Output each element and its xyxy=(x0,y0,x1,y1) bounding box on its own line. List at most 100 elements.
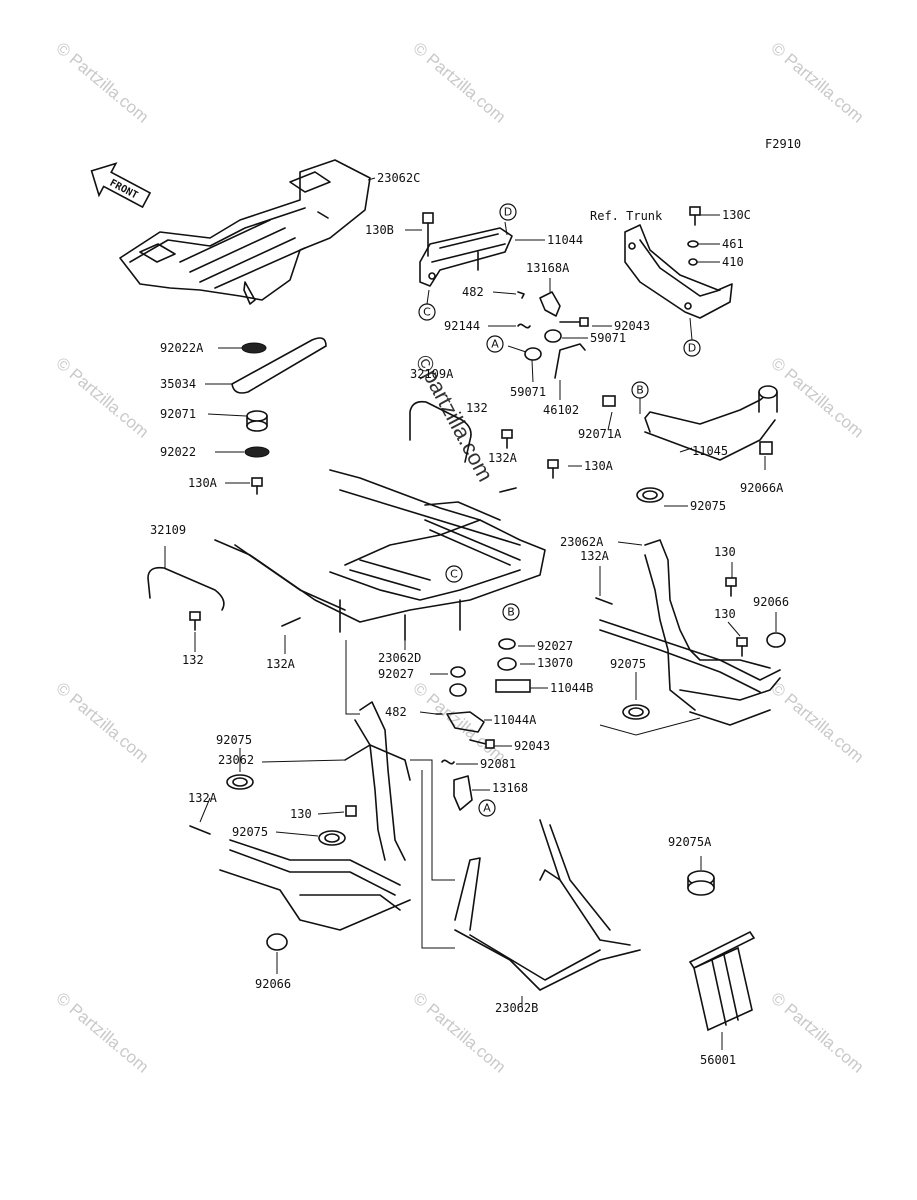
grommet-92075-right xyxy=(636,487,664,503)
bolt-132a-top xyxy=(499,487,517,493)
rod-46102 xyxy=(554,343,586,379)
grommet-92071 xyxy=(246,410,268,432)
svg-text:D: D xyxy=(688,342,696,355)
part-label: 132A xyxy=(580,549,610,563)
part-label: 92075 xyxy=(610,657,646,671)
part-label: 92027 xyxy=(378,667,414,681)
watermark: © Partzilla.com xyxy=(52,39,152,127)
part-label: 23062D xyxy=(378,651,421,665)
part-label: 32109 xyxy=(150,523,186,537)
part-label: 32109A xyxy=(410,367,454,381)
clip-482-top xyxy=(517,291,525,299)
part-label: 11044B xyxy=(550,681,593,695)
part-label: 132 xyxy=(466,401,488,415)
part-label: 13168A xyxy=(526,261,570,275)
bolt-92043-bot xyxy=(469,739,495,749)
watermark: © Partzilla.com xyxy=(767,989,867,1077)
part-label: 461 xyxy=(722,237,744,251)
part-label: 11044A xyxy=(493,713,537,727)
svg-text:C: C xyxy=(423,306,431,319)
part-label: 92027 xyxy=(537,639,573,653)
part-label: 92022A xyxy=(160,341,204,355)
bolt-132a-bot xyxy=(189,825,211,835)
frame-23062a xyxy=(599,539,781,726)
part-label: 35034 xyxy=(160,377,196,391)
callout-b-mid: B xyxy=(502,603,520,621)
bracket-11044 xyxy=(419,227,513,287)
latch-13168a xyxy=(539,291,561,317)
figure-code: F2910 xyxy=(765,137,801,151)
cap-92066a xyxy=(759,441,773,455)
front-arrow-icon: FRONT xyxy=(90,162,152,209)
grab-bar-32109 xyxy=(147,566,225,611)
part-label: 23062B xyxy=(495,1001,538,1015)
spring-92081 xyxy=(441,759,455,765)
bolt-130-right-mid xyxy=(736,637,748,657)
part-label: 59071 xyxy=(510,385,546,399)
plate-11044b xyxy=(495,679,531,693)
rear-rack-23062c xyxy=(119,159,371,305)
watermark: © Partzilla.com xyxy=(52,354,152,442)
bolt-92043-top xyxy=(559,317,589,327)
latch-13168 xyxy=(453,775,473,811)
watermark-layer: © Partzilla.com © Partzilla.com © Partzi… xyxy=(52,39,867,1077)
bolt-130b xyxy=(422,212,434,257)
callout-a-top: A xyxy=(486,335,504,353)
watermark: © Partzilla.com xyxy=(52,679,152,767)
svg-text:C: C xyxy=(450,568,458,581)
bolt-130a-mid xyxy=(547,459,559,479)
part-label: 59071 xyxy=(590,331,626,345)
part-label: 46102 xyxy=(543,403,579,417)
part-label: 92081 xyxy=(480,757,516,771)
part-label: 132A xyxy=(266,657,296,671)
grommet-92075-left-top xyxy=(226,774,254,790)
collar-92027-left xyxy=(449,666,467,697)
part-label: 130 xyxy=(290,807,312,821)
callout-d-right: D xyxy=(683,339,701,357)
grommet-92075-left-mid xyxy=(318,830,346,846)
part-label: 92075 xyxy=(216,733,252,747)
cap-92066-right xyxy=(766,632,786,648)
part-label: 13070 xyxy=(537,656,573,670)
callout-b-right: B xyxy=(631,381,649,399)
collar-59071-bot xyxy=(524,347,542,361)
damper-13070 xyxy=(497,657,517,671)
bolt-130a-left xyxy=(251,477,263,495)
bolt-132a-left xyxy=(281,617,301,627)
watermark: © Partzilla.com xyxy=(52,989,152,1077)
watermark: © Partzilla.com xyxy=(409,39,509,127)
part-label: 92071A xyxy=(578,427,622,441)
bolt-132a-right xyxy=(595,597,613,605)
part-label: 132A xyxy=(488,451,518,465)
frame-23062 xyxy=(219,701,411,931)
part-label: 130 xyxy=(714,545,736,559)
watermark: © Partzilla.com xyxy=(767,354,867,442)
callout-d-top: D xyxy=(499,203,517,221)
part-label: 13168 xyxy=(492,781,528,795)
part-label: 92043 xyxy=(514,739,550,753)
bolt-130-right-top xyxy=(725,577,737,597)
grab-bar-32109a xyxy=(409,400,472,463)
front-rack-23062d xyxy=(214,469,546,641)
part-label: 92066 xyxy=(255,977,291,991)
trunk-bracket xyxy=(624,224,733,319)
part-label: 92075 xyxy=(690,499,726,513)
washer-410 xyxy=(688,258,698,266)
part-label: 92022 xyxy=(160,445,196,459)
part-label: 23062 xyxy=(218,753,254,767)
part-label: 92066 xyxy=(753,595,789,609)
svg-text:B: B xyxy=(636,384,644,397)
collar-59071-top xyxy=(544,329,562,343)
bar-11045 xyxy=(644,391,771,433)
frame-23062b xyxy=(454,819,641,991)
grommet-92075-mid-right xyxy=(622,704,650,720)
part-label: 130 xyxy=(714,607,736,621)
part-label: 130B xyxy=(365,223,394,237)
bracket-11044a xyxy=(446,711,485,733)
part-label: 11045 xyxy=(692,444,728,458)
part-label: 130A xyxy=(584,459,614,473)
callout-a-bot: A xyxy=(478,799,496,817)
leader-lines xyxy=(164,177,777,1050)
watermark: © Partzilla.com xyxy=(767,39,867,127)
part-label: 92075 xyxy=(232,825,268,839)
